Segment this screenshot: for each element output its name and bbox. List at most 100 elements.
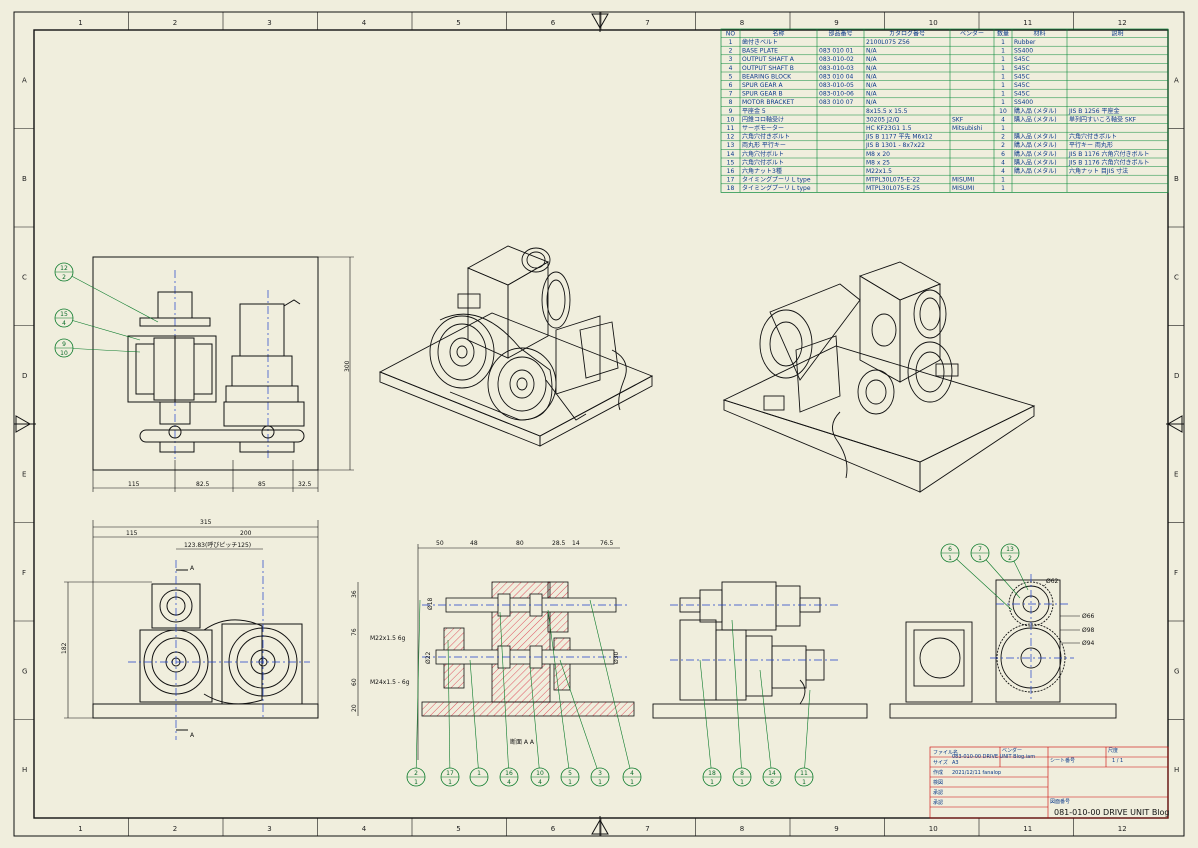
bom-cell: 両丸形 平行キー — [742, 141, 786, 149]
zone-col-label: 4 — [362, 19, 367, 27]
iso-view-right — [722, 261, 1036, 493]
bom-cell: 平座金 5 — [742, 107, 766, 115]
balloon-quantity: 1 — [598, 779, 602, 786]
top-view — [92, 256, 319, 471]
zone-row-label: E — [1174, 470, 1178, 478]
section-view — [421, 581, 635, 717]
bom-cell: OUTPUT SHAFT B — [742, 65, 794, 72]
balloon-leader — [63, 317, 141, 341]
bom-cell: 9 — [729, 108, 733, 115]
bom-cell: 2 — [729, 48, 733, 55]
sec-dim-left-2: 76 — [351, 628, 358, 636]
bom-cell: 4 — [1001, 116, 1005, 123]
zone-col-label: 10 — [929, 825, 938, 833]
top-view-dimensions — [92, 256, 354, 492]
balloon-quantity: 1 — [978, 555, 982, 562]
balloon-quantity: 6 — [770, 779, 774, 786]
title-row-value: 083-010-00 DRIVE UNIT Blog.iam — [952, 754, 1035, 760]
bom-cell: 083-010-05 — [819, 82, 854, 89]
bom-cell: JIS B 1301 - 8x7x22 — [865, 142, 925, 149]
bom-header: 説明 — [1111, 29, 1123, 37]
balloon-quantity: 1 — [802, 779, 806, 786]
bom-cell: タイミングプーリ L type — [742, 176, 811, 184]
zone-col-label: 10 — [929, 19, 938, 27]
section-caption: 断面 A A — [510, 738, 535, 746]
zone-col-label: 11 — [1023, 19, 1032, 27]
balloon-item-number: 1 — [477, 770, 481, 777]
zone-col-label: 11 — [1023, 825, 1032, 833]
bom-cell: 4 — [729, 65, 733, 72]
bom-cell: 購入品 (メタル) — [1014, 150, 1057, 158]
bom-cell: 六角穴付ボルト — [742, 150, 784, 158]
balloon-leader — [469, 659, 480, 778]
balloon-leader — [949, 552, 1013, 611]
zone-row-label: F — [1174, 569, 1178, 577]
bom-cell: Rubber — [1014, 39, 1036, 46]
zone-col-label: 3 — [267, 825, 271, 833]
title-row-label: 検図 — [933, 779, 943, 786]
zone-row-label: B — [22, 175, 27, 183]
bom-header: カタログ番号 — [889, 29, 925, 37]
thread-label-a: M22x1.5 6g — [370, 635, 406, 642]
bom-cell: N/A — [866, 48, 878, 55]
zone-row-label: F — [22, 569, 26, 577]
bom-cell: JIS B 1256 平座金 — [1068, 107, 1119, 115]
bom-cell: 購入品 (メタル) — [1014, 141, 1057, 149]
balloon-item-number: 14 — [768, 770, 776, 777]
bom-cell: 6 — [729, 82, 733, 89]
dia-label-b: Ø22 — [425, 651, 432, 664]
balloon-quantity: 4 — [62, 320, 66, 327]
bom-cell: S45C — [1014, 82, 1030, 89]
bom-cell: JIS B 1176 六角穴付きボルト — [1068, 150, 1149, 158]
bom-cell: MTPL30L075-E-25 — [866, 185, 920, 192]
dia-label-a: Ø18 — [427, 597, 434, 610]
bom-cell: N/A — [866, 56, 878, 63]
gear-dim-3: Ø98 — [1082, 627, 1095, 634]
balloon-quantity: 2 — [62, 274, 66, 281]
balloon-quantity: 1 — [948, 555, 952, 562]
balloon-item-number: 7 — [978, 546, 982, 553]
balloon-item-number: 12 — [60, 265, 68, 272]
bom-cell: 18 — [727, 185, 735, 192]
zone-col-label: 7 — [645, 19, 649, 27]
bom-cell: 1 — [1001, 125, 1005, 132]
balloon-item-number: 5 — [568, 770, 572, 777]
zone-col-label: 9 — [834, 825, 838, 833]
bom-cell: 購入品 (メタル) — [1014, 167, 1057, 175]
bom-cell: M22x1.5 — [866, 168, 892, 175]
gear-dim-leaders — [1043, 583, 1080, 644]
bom-cell: N/A — [866, 73, 878, 80]
bom-header: 材料 — [1033, 29, 1045, 37]
bom-cell: M8 x 20 — [866, 151, 890, 158]
bom-cell: Mitsubishi — [952, 125, 983, 132]
balloon-item-number: 6 — [948, 546, 952, 553]
zone-col-label: 8 — [740, 825, 744, 833]
bom-cell: 14 — [727, 151, 735, 158]
zone-col-label: 4 — [362, 825, 367, 833]
zone-col-label: 3 — [267, 19, 271, 27]
bom-cell: BEARING BLOCK — [742, 73, 792, 80]
balloon-leader — [589, 599, 633, 778]
bom-cell: 1 — [1001, 39, 1005, 46]
balloon-leader — [547, 609, 571, 778]
sec-dim-top-4: 28.5 — [552, 540, 566, 547]
zone-col-label: 2 — [173, 825, 177, 833]
bom-cell: 7 — [729, 91, 733, 98]
sec-dim-left-3: 60 — [351, 678, 358, 686]
bom-cell: 購入品 (メタル) — [1014, 115, 1057, 123]
bom-cell: MISUMI — [952, 185, 974, 192]
bom-cell: N/A — [866, 99, 878, 106]
bom-cell: 購入品 (メタル) — [1014, 158, 1057, 166]
bom-cell: 8 — [729, 99, 733, 106]
balloon-item-number: 15 — [60, 311, 68, 318]
balloon-quantity: 1 — [710, 779, 714, 786]
bom-cell: N/A — [866, 65, 878, 72]
title-row-label: ファイル名 — [933, 749, 958, 756]
bom-cell: 10 — [999, 108, 1007, 115]
bom-cell: 5 — [729, 73, 733, 80]
bom-cell: 1 — [1001, 65, 1005, 72]
bom-cell: 30205 J2/Q — [866, 116, 900, 123]
zone-row-label: D — [1174, 372, 1179, 380]
